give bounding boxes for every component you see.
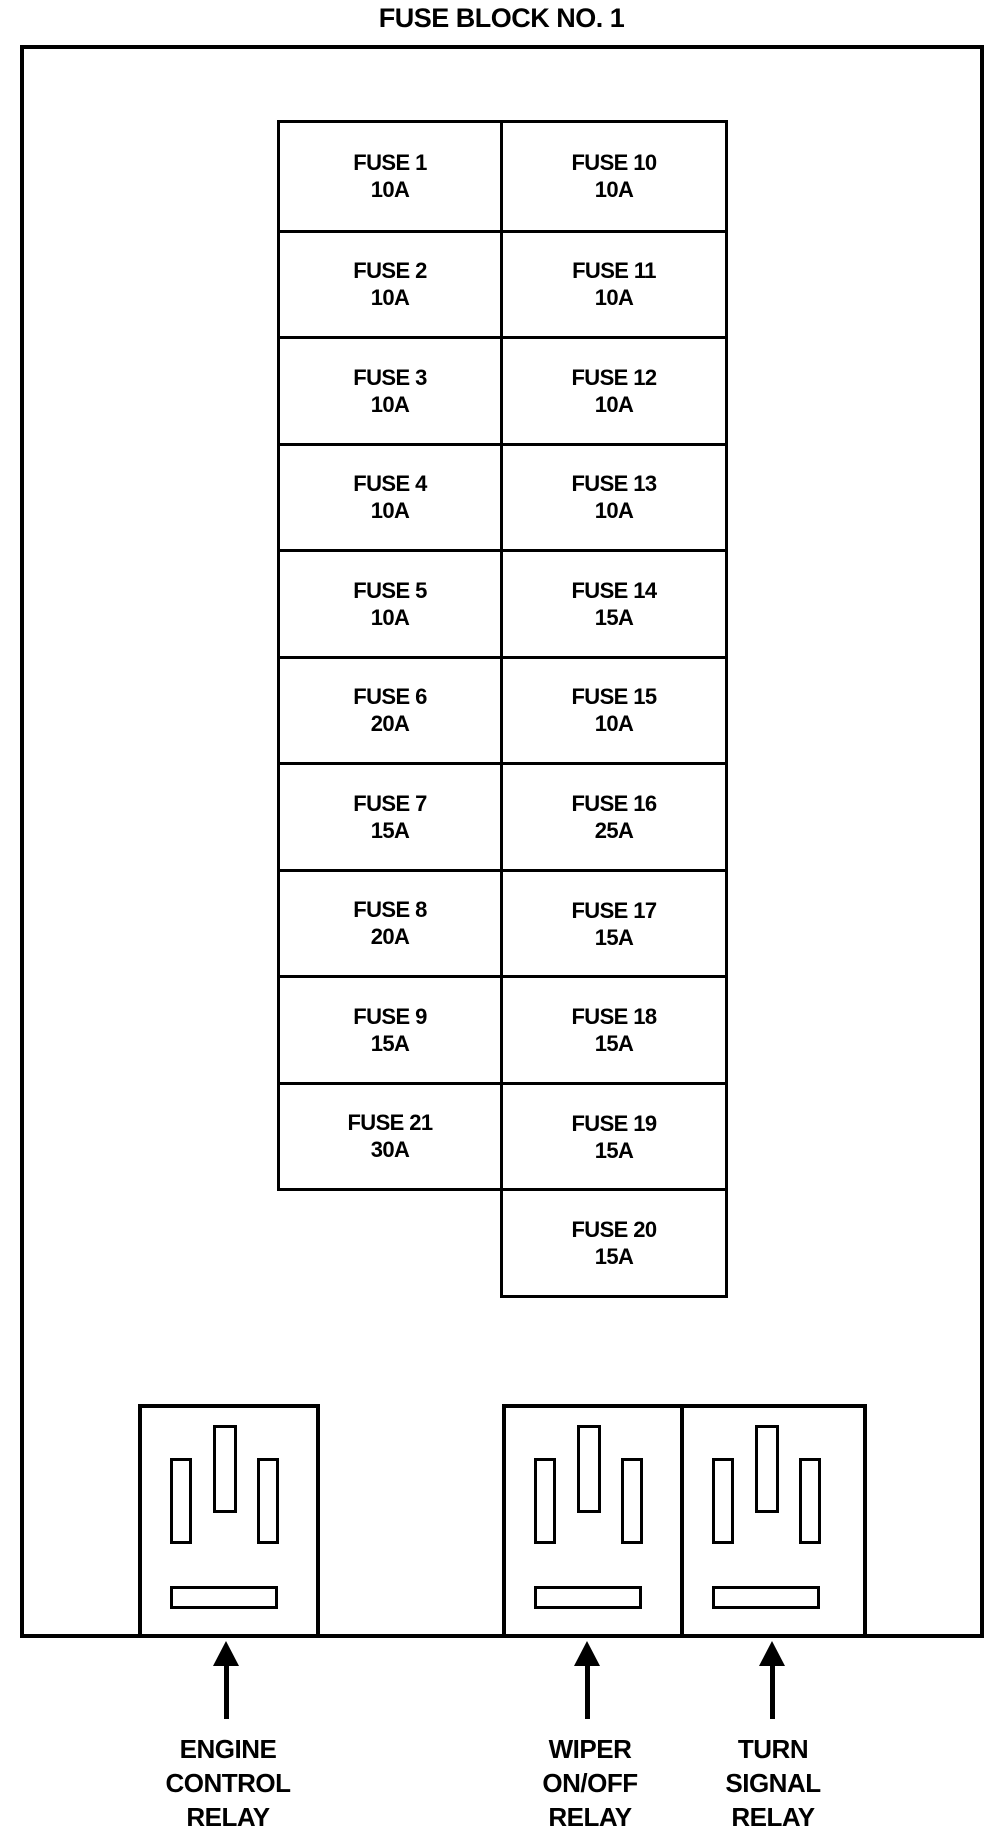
up-arrow-icon [759, 1641, 785, 1719]
up-arrow-icon [574, 1641, 600, 1719]
fuse-amps: 15A [594, 604, 634, 630]
fuse-label: FUSE 8 [353, 897, 427, 923]
fuse-cell-6: FUSE 6 20A [280, 655, 500, 763]
fuse-amps: 15A [594, 1137, 634, 1163]
arrow-shaft [769, 1666, 775, 1719]
fuse-label: FUSE 15 [571, 684, 657, 710]
fuse-amps: 10A [594, 711, 634, 737]
fuse-cell-12: FUSE 12 10A [503, 336, 725, 443]
wiper-onoff-relay-label: WIPER ON/OFF RELAY [542, 1734, 638, 1832]
fuse-label: FUSE 12 [571, 364, 657, 390]
turn-signal-relay-label: TURN SIGNAL RELAY [725, 1734, 821, 1832]
fuse-amps: 15A [594, 924, 634, 950]
fuse-label: FUSE 1 [353, 150, 427, 176]
fuse-amps: 15A [594, 1031, 634, 1057]
fuse-cell-11: FUSE 11 10A [503, 229, 725, 337]
fuse-cell-1: FUSE 1 10A [280, 123, 500, 230]
arrow-shaft [584, 1666, 590, 1719]
fuse-amps: 10A [594, 177, 634, 203]
fuse-amps: 15A [594, 1244, 634, 1270]
relay-turn-signal [680, 1404, 867, 1638]
fuse-amps: 20A [370, 711, 410, 737]
fuse-amps: 10A [370, 391, 410, 417]
relay-pin-center [755, 1425, 779, 1513]
fuse-label: FUSE 21 [347, 1110, 433, 1136]
fuse-label: FUSE 6 [353, 684, 427, 710]
fuse-amps: 10A [594, 498, 634, 524]
fuse-label: FUSE 13 [571, 471, 657, 497]
fuse-cell-15: FUSE 15 10A [503, 655, 725, 763]
fuse-label: FUSE 16 [571, 791, 657, 817]
fuse-cell-2: FUSE 2 10A [280, 229, 500, 337]
fuse-amps: 30A [370, 1137, 410, 1163]
fuse-column-right: FUSE 10 10A FUSE 11 10A FUSE 12 10A FUSE… [500, 120, 728, 1298]
fuse-cell-5: FUSE 5 10A [280, 549, 500, 656]
fuse-label: FUSE 4 [353, 471, 427, 497]
arrow-shaft [223, 1666, 229, 1719]
relay-engine-control [138, 1404, 320, 1638]
arrow-head [574, 1641, 600, 1666]
fuse-label: FUSE 14 [571, 577, 657, 603]
fuse-cell-13: FUSE 13 10A [503, 442, 725, 550]
fuse-cell-4: FUSE 4 10A [280, 442, 500, 550]
fuse-label: FUSE 11 [572, 258, 656, 284]
fuse-amps: 10A [370, 285, 410, 311]
fuse-label: FUSE 20 [571, 1217, 657, 1243]
fuse-cell-14: FUSE 14 15A [503, 549, 725, 656]
fuse-cell-18: FUSE 18 15A [503, 975, 725, 1082]
fuse-amps: 10A [370, 177, 410, 203]
fuse-cell-3: FUSE 3 10A [280, 336, 500, 443]
fuse-cell-21: FUSE 21 30A [280, 1081, 500, 1189]
relay-wiper-onoff [502, 1404, 684, 1638]
fuse-label: FUSE 2 [353, 258, 427, 284]
fuse-label: FUSE 17 [571, 897, 657, 923]
fuse-cell-17: FUSE 17 15A [503, 868, 725, 976]
arrow-head [759, 1641, 785, 1666]
fuse-cell-7: FUSE 7 15A [280, 762, 500, 869]
fuse-amps: 10A [594, 285, 634, 311]
engine-control-relay-label: ENGINE CONTROL RELAY [165, 1734, 291, 1832]
fuse-amps: 10A [370, 604, 410, 630]
up-arrow-icon [213, 1641, 239, 1719]
fuse-amps: 15A [370, 1030, 410, 1056]
relay-pin-center [213, 1425, 237, 1513]
fuse-label: FUSE 7 [353, 790, 427, 816]
fuse-label: FUSE 18 [571, 1004, 657, 1030]
fuse-cell-19: FUSE 19 15A [503, 1081, 725, 1189]
relay-pin-right [257, 1458, 279, 1544]
fuse-label: FUSE 19 [571, 1110, 657, 1136]
relay-pin-bar [534, 1586, 642, 1609]
relay-pin-center [577, 1425, 601, 1513]
fuse-amps: 10A [370, 498, 410, 524]
fuse-amps: 15A [370, 817, 410, 843]
arrow-head [213, 1641, 239, 1666]
fuse-amps: 10A [594, 391, 634, 417]
fuse-label: FUSE 3 [353, 364, 427, 390]
fuse-amps: 25A [594, 818, 634, 844]
fuse-cell-9: FUSE 9 15A [280, 975, 500, 1082]
fuse-label: FUSE 5 [353, 577, 427, 603]
relay-pin-left [712, 1458, 734, 1544]
fuse-label: FUSE 9 [353, 1003, 427, 1029]
fuse-cell-20: FUSE 20 15A [503, 1188, 725, 1295]
relay-pin-left [534, 1458, 556, 1544]
relay-pin-bar [170, 1586, 278, 1609]
fuse-column-left: FUSE 1 10A FUSE 2 10A FUSE 3 10A FUSE 4 … [277, 120, 503, 1191]
relay-pin-left [170, 1458, 192, 1544]
fuse-label: FUSE 10 [571, 150, 657, 176]
relay-pin-right [621, 1458, 643, 1544]
fuse-cell-10: FUSE 10 10A [503, 123, 725, 230]
relay-pin-right [799, 1458, 821, 1544]
fuse-amps: 20A [370, 924, 410, 950]
diagram-title: FUSE BLOCK NO. 1 [378, 3, 625, 33]
fuse-cell-16: FUSE 16 25A [503, 762, 725, 869]
relay-pin-bar [712, 1586, 820, 1609]
fuse-cell-8: FUSE 8 20A [280, 868, 500, 976]
